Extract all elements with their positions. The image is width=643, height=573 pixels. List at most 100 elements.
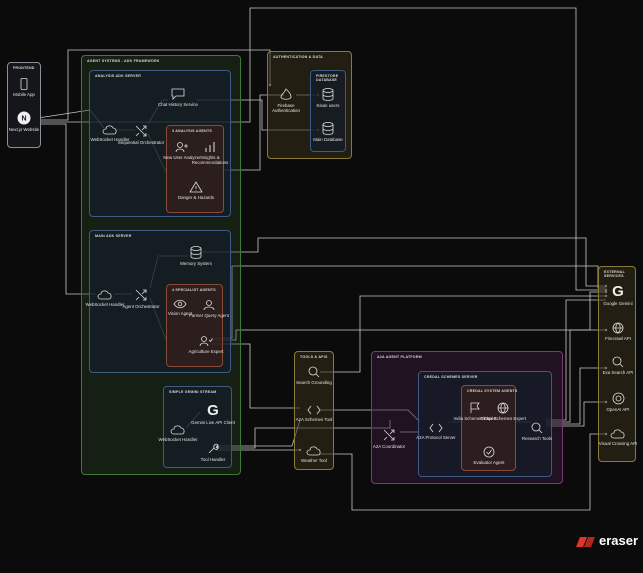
group-title-frontend: FRONTEND bbox=[13, 66, 35, 70]
node-kisan-users[interactable]: Kisan users bbox=[304, 88, 352, 108]
node-mobile-app[interactable]: Mobile App bbox=[0, 78, 48, 97]
node-label: Exa Search API bbox=[602, 370, 634, 375]
group-title-analysis-adk: ANALYSIS ADK SERVER bbox=[95, 74, 142, 78]
search-icon bbox=[308, 366, 320, 378]
wire-memory-gemini bbox=[202, 237, 606, 287]
group-specialist-agents: 4 SPECIALIST AGENTS bbox=[166, 284, 223, 367]
node-evaluator[interactable]: Evaluator Agent bbox=[465, 446, 513, 465]
node-vision[interactable]: Vision Agent bbox=[156, 299, 204, 316]
node-label: Vision Agent bbox=[167, 311, 193, 316]
node-label: Gemini Live API Client bbox=[191, 420, 235, 425]
node-label: New User Analyzer bbox=[163, 155, 201, 160]
wire-research-firecrawl bbox=[546, 329, 606, 423]
node-tool-handler[interactable]: Tool Handler bbox=[189, 443, 237, 462]
node-chat-history[interactable]: Chat History Service bbox=[154, 88, 202, 107]
code-brackets-icon bbox=[429, 423, 443, 433]
node-memory[interactable]: Memory System bbox=[172, 246, 220, 266]
node-label: Agent Orchestrator bbox=[122, 304, 160, 309]
eye-icon bbox=[173, 299, 187, 309]
cloud-icon bbox=[97, 290, 112, 300]
svg-text:G: G bbox=[612, 283, 624, 299]
database-icon bbox=[190, 246, 202, 259]
warning-icon bbox=[189, 181, 203, 193]
node-label: Mobile App bbox=[13, 92, 35, 97]
node-label: A2A Coordinator bbox=[372, 444, 406, 449]
node-india-schemes[interactable]: India Schemes Expert bbox=[451, 402, 499, 421]
node-search-grounding[interactable]: Search Grounding bbox=[290, 366, 338, 385]
node-label: Evaluator Agent bbox=[473, 460, 505, 465]
node-firecrawl[interactable]: Firecrawl API bbox=[594, 322, 642, 341]
google-g-icon: G bbox=[207, 402, 219, 418]
cloud-icon bbox=[170, 425, 185, 435]
node-a2a-tool[interactable]: A2A Schemes Tool bbox=[290, 405, 338, 422]
openai-icon bbox=[612, 392, 624, 405]
node-global-schemes[interactable]: Global Schemes Expert bbox=[479, 402, 527, 421]
chat-bubble-icon bbox=[171, 88, 185, 100]
node-seq-orch[interactable]: Sequential Orchestrator bbox=[117, 124, 165, 145]
node-label: Insights & Recommendations bbox=[191, 155, 229, 165]
group-title-specialist-agents: 4 SPECIALIST AGENTS bbox=[172, 288, 216, 292]
search-icon bbox=[612, 356, 624, 368]
shuffle-icon bbox=[383, 429, 395, 441]
group-analysis-agents: 3 ANALYSIS AGENTS bbox=[166, 125, 224, 213]
node-gemini-live[interactable]: G Gemini Live API Client bbox=[189, 402, 237, 425]
node-new-user[interactable]: New User Analyzer bbox=[158, 141, 206, 160]
node-label: Sequential Orchestrator bbox=[117, 140, 165, 145]
node-visual-crossing[interactable]: Visual Crossing API bbox=[594, 428, 642, 446]
wire-research-openai bbox=[546, 401, 606, 427]
group-title-a2a-platform: A2A AGENT PLATFORM bbox=[377, 355, 422, 359]
group-title-simple-gemini: SIMPLE GEMINI STREAM bbox=[169, 390, 217, 394]
node-label: WebSocket Handler bbox=[158, 437, 198, 442]
node-label: Memory System bbox=[180, 261, 212, 266]
wire-weather-visual bbox=[320, 433, 606, 511]
wire-agri-gemini2 bbox=[210, 265, 606, 339]
svg-text:G: G bbox=[207, 402, 219, 418]
node-label: Danger & Hazards bbox=[177, 195, 215, 200]
node-label: Visual Crossing API bbox=[598, 441, 638, 446]
node-weather-tool[interactable]: Weather Tool bbox=[290, 445, 338, 463]
node-label: Main Database bbox=[313, 137, 343, 142]
group-title-agent-systems: AGENT SYSTEMS - ADK FRAMEWORK bbox=[87, 59, 160, 63]
eraser-logo-icon bbox=[576, 537, 595, 547]
node-firebase-auth[interactable]: Firebase Authentication bbox=[264, 88, 308, 113]
node-agri[interactable]: Agriculture Expert bbox=[182, 335, 230, 354]
node-ws-handler-3[interactable]: WebSocket Handler bbox=[154, 424, 202, 442]
node-ws-handler-2[interactable]: WebSocket Handler bbox=[81, 289, 129, 307]
node-label: WebSocket Handler bbox=[85, 302, 125, 307]
shuffle-icon bbox=[135, 125, 147, 137]
cloud-icon bbox=[102, 125, 117, 135]
node-a2a-protocol[interactable]: A2A Protocol Server bbox=[412, 423, 460, 440]
wire-search-gemini bbox=[320, 295, 606, 373]
node-danger[interactable]: Danger & Hazards bbox=[172, 181, 220, 200]
wire-a2a-protocol bbox=[320, 409, 421, 423]
node-label: Agriculture Expert bbox=[188, 349, 224, 354]
node-exa[interactable]: Exa Search API bbox=[594, 356, 642, 375]
node-openai[interactable]: OpenAI API bbox=[594, 392, 642, 412]
wire-research-exa bbox=[546, 367, 606, 425]
code-brackets-icon bbox=[307, 405, 321, 415]
node-ws-handler-1[interactable]: WebSocket Handler bbox=[86, 124, 134, 142]
node-label: Farmer Query Agent bbox=[189, 313, 229, 318]
node-label: Chat History Service bbox=[157, 102, 198, 107]
node-research-tools[interactable]: Research Tools bbox=[513, 422, 561, 441]
node-label: Research Tools bbox=[521, 436, 553, 441]
group-firestore: FIRESTORE DATABASE bbox=[310, 70, 346, 152]
group-title-analysis-agents: 3 ANALYSIS AGENTS bbox=[172, 129, 212, 133]
wire-tool-handler-a2a bbox=[216, 420, 391, 449]
group-title-firestore: FIRESTORE DATABASE bbox=[316, 74, 339, 82]
shuffle-icon bbox=[135, 289, 147, 301]
node-google-gemini[interactable]: G Google Gemini bbox=[594, 283, 642, 306]
node-insights[interactable]: Insights & Recommendations bbox=[186, 141, 234, 165]
node-nextjs[interactable]: N Next.js Website bbox=[0, 111, 48, 132]
node-label: Firebase Authentication bbox=[272, 103, 300, 113]
node-farmer[interactable]: Farmer Query Agent bbox=[185, 299, 233, 318]
mobile-phone-icon bbox=[20, 78, 28, 90]
node-label: Weather Tool bbox=[301, 458, 327, 463]
node-label: A2A Schemes Tool bbox=[295, 417, 333, 422]
node-main-db[interactable]: Main Database bbox=[304, 122, 352, 142]
globe-icon bbox=[497, 402, 509, 414]
group-title-main-adk: MAIN ADK SERVER bbox=[95, 234, 132, 238]
node-agent-orch[interactable]: Agent Orchestrator bbox=[117, 288, 165, 309]
node-a2a-coord[interactable]: A2A Coordinator bbox=[365, 428, 413, 449]
group-external: EXTERNAL SERVICES bbox=[598, 266, 636, 462]
